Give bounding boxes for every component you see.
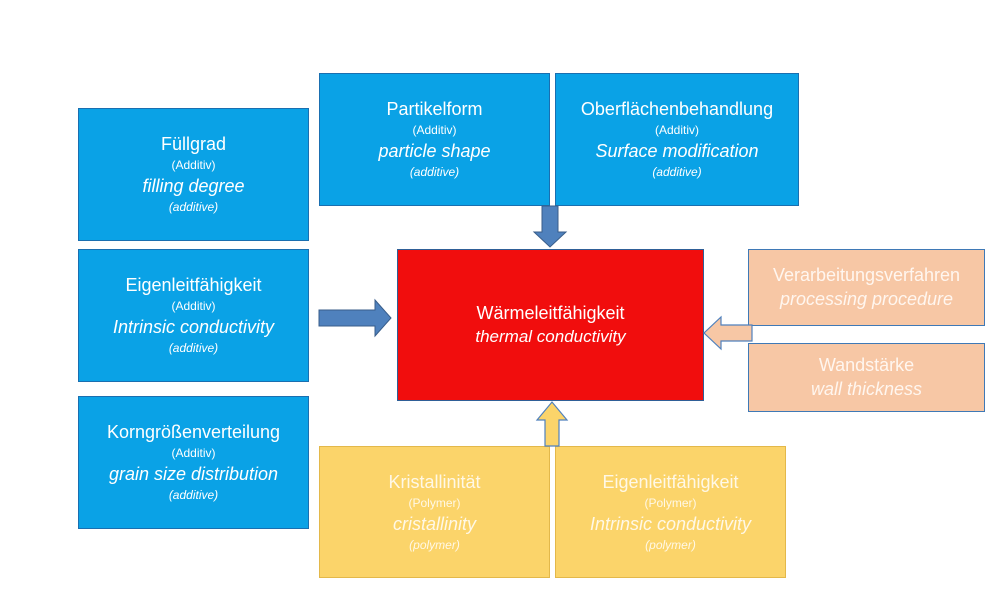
factor-tag-en: (additive)	[168, 488, 219, 502]
factor-title-de: Kristallinität	[388, 471, 481, 492]
factor-tag-en: (polymer)	[409, 537, 460, 552]
factor-title-en: particle shape	[378, 141, 491, 161]
center-title-de: Wärmeleitfähigkeit	[476, 302, 625, 323]
factor-tag-en: (additive)	[652, 165, 702, 179]
factor-tag-de: (Additiv)	[171, 299, 216, 313]
arrow-down-icon	[532, 205, 568, 248]
factor-title-en: cristallinity	[392, 513, 476, 534]
factor-tag-de: (Polymer)	[644, 495, 697, 510]
factor-tag-de: (Additiv)	[654, 123, 699, 137]
factor-tag-de: (Additiv)	[412, 123, 457, 137]
factor-tag-de: (Additiv)	[171, 158, 216, 172]
factor-title-de: Oberflächenbehandlung	[580, 99, 774, 119]
factor-tag-en: (polymer)	[645, 537, 696, 552]
factor-title-de: Füllgrad	[160, 134, 227, 154]
factor-title-en: processing procedure	[779, 289, 954, 309]
factor-tag-de: (Polymer)	[408, 495, 461, 510]
factor-title-de: Wandstärke	[818, 355, 915, 375]
factor-title-en: Intrinsic conductivity	[112, 317, 275, 337]
factor-box-filling-degree: Füllgrad (Additiv) filling degree (addit…	[78, 108, 309, 241]
factor-title-en: grain size distribution	[108, 464, 279, 484]
factor-tag-en: (additive)	[168, 341, 219, 355]
factor-box-grain-size-distribution: Korngrößenverteilung (Additiv) grain siz…	[78, 396, 309, 529]
factor-box-processing-procedure: Verarbeitungsverfahren processing proced…	[748, 249, 985, 326]
factor-title-de: Korngrößenverteilung	[106, 422, 281, 442]
factor-box-surface-modification: Oberflächenbehandlung (Additiv) Surface …	[555, 73, 799, 206]
factor-tag-en: (additive)	[409, 165, 460, 179]
factor-tag-de: (Additiv)	[171, 446, 216, 460]
factor-title-de: Eigenleitfähigkeit	[125, 275, 262, 295]
factor-title-en: wall thickness	[810, 379, 923, 399]
factor-box-intrinsic-conductivity-polymer: Eigenleitfähigkeit (Polymer) Intrinsic c…	[555, 446, 786, 578]
center-title-en: thermal conductivity	[475, 326, 626, 346]
arrow-up-icon	[535, 401, 569, 447]
center-box-thermal-conductivity: Wärmeleitfähigkeit thermal conductivity	[397, 249, 704, 401]
factor-tag-en: (additive)	[168, 200, 219, 214]
factor-title-en: Surface modification	[595, 141, 759, 161]
factor-title-en: Intrinsic conductivity	[589, 513, 752, 534]
factor-title-de: Verarbeitungsverfahren	[772, 265, 961, 285]
factor-title-en: filling degree	[142, 176, 245, 196]
factor-box-particle-shape: Partikelform (Additiv) particle shape (a…	[319, 73, 550, 206]
factor-box-wall-thickness: Wandstärke wall thickness	[748, 343, 985, 412]
factor-box-intrinsic-conductivity-additive: Eigenleitfähigkeit (Additiv) Intrinsic c…	[78, 249, 309, 382]
factor-box-cristallinity: Kristallinität (Polymer) cristallinity (…	[319, 446, 550, 578]
arrow-left-icon	[703, 315, 753, 351]
factor-title-de: Eigenleitfähigkeit	[602, 471, 739, 492]
arrow-right-icon	[318, 298, 392, 338]
factor-title-de: Partikelform	[386, 99, 483, 119]
